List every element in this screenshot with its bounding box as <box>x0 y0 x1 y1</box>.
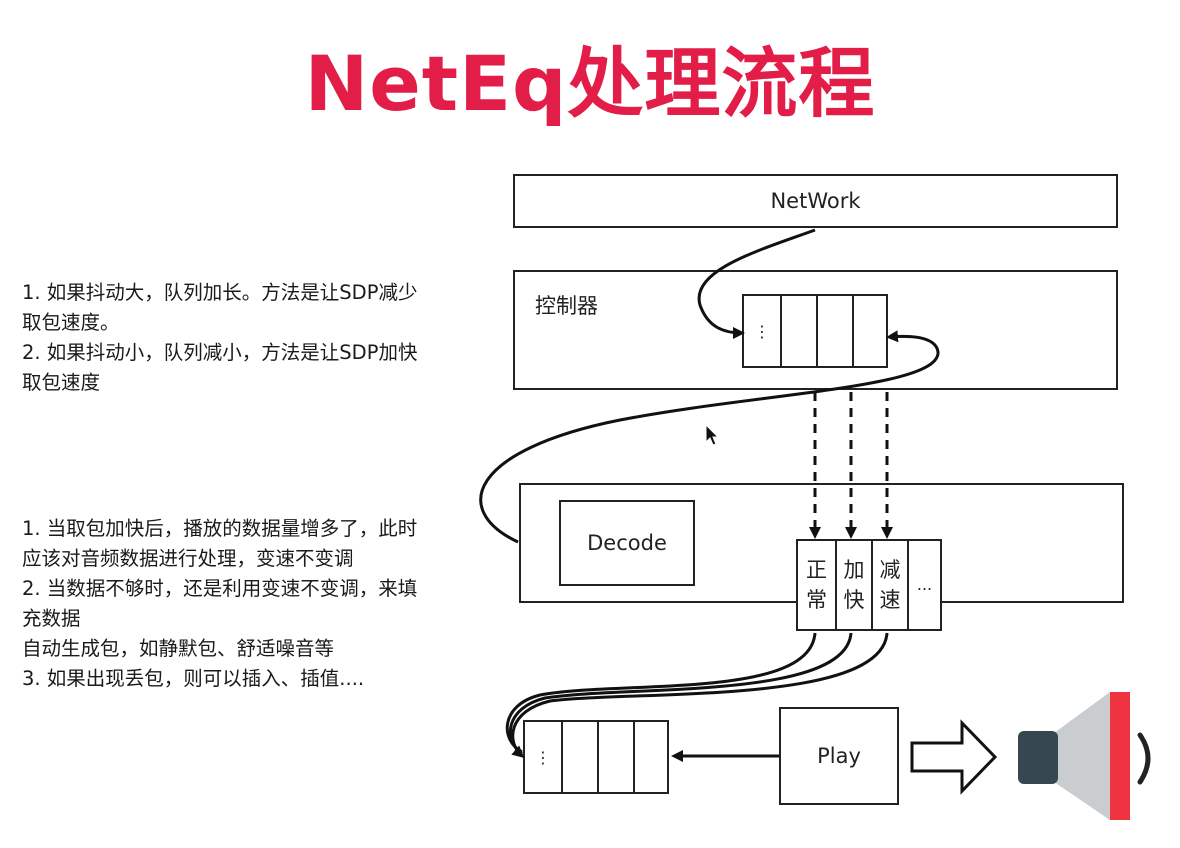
strategy-to-playqueue-1 <box>505 632 817 754</box>
strategy-more: ... <box>907 541 940 629</box>
page-title: NetEq处理流程 <box>304 39 876 128</box>
strategy-panel: 正 常 加 快 减 速 ... <box>796 539 942 631</box>
play-queue-cell <box>560 722 597 792</box>
strategy-normal: 正 常 <box>798 541 835 629</box>
play-label: Play <box>817 744 861 768</box>
strategy-accelerate-label: 加 快 <box>843 558 865 612</box>
strategy-accelerate: 加 快 <box>835 541 871 629</box>
notes-bottom: 1. 当取包加快后，播放的数据量增多了，此时 应该对音频数据进行处理，变速不变调… <box>22 517 418 690</box>
jitter-queue-cell <box>779 296 816 366</box>
notes-top: 1. 如果抖动大，队列加长。方法是让SDP减少 取包速度。 2. 如果抖动小，队… <box>22 281 418 394</box>
jitter-queue-cell: ⋮ <box>753 321 770 341</box>
strategy-to-playqueue-3 <box>511 632 889 758</box>
jitter-queue-cell <box>851 296 886 366</box>
strategy-decelerate-label: 减 速 <box>879 558 901 612</box>
play-queue-cell <box>596 722 633 792</box>
mouse-cursor-icon <box>705 423 720 446</box>
strategy-to-playqueue-2 <box>508 632 853 756</box>
play-queue-cell <box>632 722 667 792</box>
decode-label: Decode <box>587 531 667 555</box>
play-queue: ⋮ <box>523 720 669 794</box>
decode-box: Decode <box>559 500 695 586</box>
play-queue-cell: ⋮ <box>534 747 551 767</box>
strategy-decelerate: 减 速 <box>871 541 907 629</box>
strategy-normal-label: 正 常 <box>806 558 827 612</box>
play-box: Play <box>779 707 899 805</box>
network-box: NetWork <box>513 174 1118 228</box>
jitter-queue-cell <box>815 296 852 366</box>
hollow-arrow-icon <box>910 719 998 795</box>
network-to-queue-arrow <box>697 228 816 339</box>
network-label: NetWork <box>770 189 861 213</box>
decode-feedback-arrow <box>479 330 940 544</box>
strategy-more-label: ... <box>916 575 933 594</box>
speaker-icon <box>1018 692 1151 820</box>
controller-label: 控制器 <box>535 294 598 318</box>
